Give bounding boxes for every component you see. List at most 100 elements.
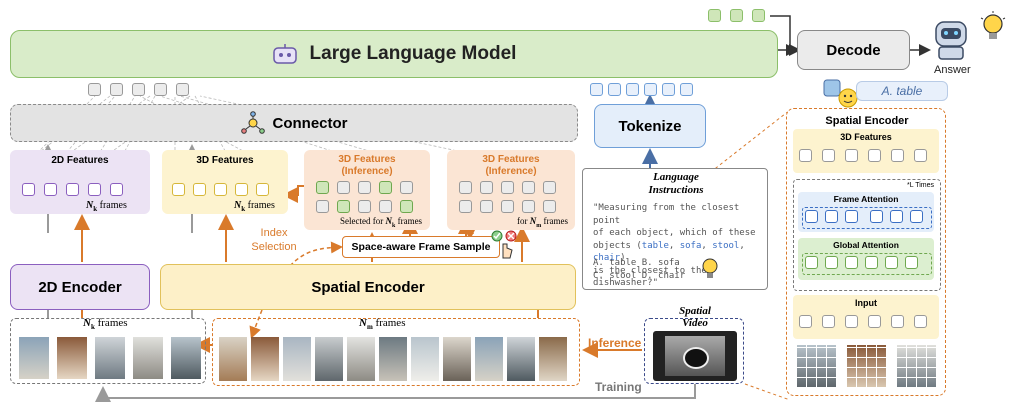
selected-token bbox=[400, 200, 413, 213]
idea-bulb-icon bbox=[699, 257, 721, 286]
answer-value: A. table bbox=[856, 81, 948, 101]
spatial-encoder-label: Spatial Encoder bbox=[311, 278, 425, 296]
feature-token bbox=[400, 181, 413, 194]
frame-attention-panel: Frame Attention bbox=[798, 192, 934, 232]
features-3d-title: 3D Features bbox=[196, 155, 254, 166]
feature-token bbox=[154, 83, 167, 96]
text-token bbox=[644, 83, 657, 96]
video-frame-image bbox=[219, 337, 247, 381]
feature-token bbox=[885, 256, 898, 269]
inference-m-title: 3D Features bbox=[482, 154, 540, 165]
video-frame-image bbox=[475, 337, 503, 381]
video-frame-image bbox=[539, 337, 567, 381]
detail-input-panel: Input bbox=[793, 295, 939, 339]
encoder-2d-block: 2D Encoder bbox=[10, 264, 150, 310]
video-frame-image bbox=[443, 337, 471, 381]
answer-robot-icon bbox=[928, 12, 980, 64]
video-frame-image bbox=[133, 337, 163, 379]
feature-token bbox=[110, 183, 123, 196]
question-text: "Measuring from the closest point of eac… bbox=[593, 203, 756, 288]
video-frame-image bbox=[19, 337, 49, 379]
features-2d-frames: Nk frames bbox=[86, 200, 127, 213]
video-frame-image bbox=[171, 337, 201, 379]
feature-token bbox=[88, 183, 101, 196]
video-frame-image bbox=[379, 337, 407, 381]
frame-attention-label: Frame Attention bbox=[833, 194, 899, 204]
feature-token bbox=[172, 183, 185, 196]
video-frame-image bbox=[347, 337, 375, 381]
features-3d-inference-k-panel: 3D Features (Inference) Selected for Nk … bbox=[304, 150, 430, 230]
thumbs-up-emoji-icon bbox=[822, 76, 862, 110]
feature-token bbox=[501, 181, 514, 194]
output-token bbox=[730, 9, 743, 22]
features-2d-title: 2D Features bbox=[51, 155, 109, 166]
feature-token bbox=[522, 200, 535, 213]
patch-image bbox=[797, 345, 837, 387]
video-frame-image bbox=[251, 337, 279, 381]
inference-k-caption: Selected for Nk frames bbox=[340, 216, 423, 229]
feature-token bbox=[868, 149, 881, 162]
feature-token bbox=[799, 315, 812, 328]
feature-token bbox=[132, 83, 145, 96]
feature-token bbox=[66, 183, 79, 196]
feature-token bbox=[845, 315, 858, 328]
selected-token bbox=[316, 181, 329, 194]
patch-image bbox=[897, 345, 937, 387]
video-frame-image bbox=[411, 337, 439, 381]
feature-token bbox=[914, 315, 927, 328]
feature-token bbox=[459, 200, 472, 213]
feature-token bbox=[910, 210, 923, 223]
feature-token bbox=[459, 181, 472, 194]
frame-sample-label: Space-aware Frame Sample bbox=[351, 241, 491, 253]
inference-k-subtitle: (Inference) bbox=[341, 166, 393, 177]
features-3d-frames: Nk frames bbox=[234, 200, 275, 213]
text-token bbox=[608, 83, 621, 96]
feature-token bbox=[176, 83, 189, 96]
feature-token bbox=[845, 149, 858, 162]
feature-token bbox=[865, 256, 878, 269]
video-frame-image bbox=[57, 337, 87, 379]
tokenize-block: Tokenize bbox=[594, 104, 706, 148]
feature-token bbox=[480, 200, 493, 213]
feature-token bbox=[868, 315, 881, 328]
feature-token bbox=[845, 210, 858, 223]
feature-token bbox=[337, 181, 350, 194]
output-token bbox=[708, 9, 721, 22]
global-attention-panel: Global Attention bbox=[798, 238, 934, 280]
inference-m-subtitle: (Inference) bbox=[485, 166, 537, 177]
feature-token bbox=[501, 200, 514, 213]
text-token bbox=[662, 83, 675, 96]
frames-m-label: Nm frames bbox=[359, 317, 406, 332]
feature-token bbox=[193, 183, 206, 196]
feature-token bbox=[522, 181, 535, 194]
video-frame-image bbox=[283, 337, 311, 381]
frame-sample-block: Space-aware Frame Sample bbox=[342, 236, 500, 258]
text-token bbox=[626, 83, 639, 96]
llm-block: Large Language Model bbox=[10, 30, 778, 78]
video-frame-image bbox=[95, 337, 125, 379]
text-token bbox=[680, 83, 693, 96]
feature-token bbox=[22, 183, 35, 196]
feature-token bbox=[379, 200, 392, 213]
feature-token bbox=[805, 256, 818, 269]
times-label: *L Times bbox=[907, 182, 934, 189]
inference-k-title: 3D Features bbox=[338, 154, 396, 165]
feature-token bbox=[543, 181, 556, 194]
feature-token bbox=[891, 315, 904, 328]
feature-token bbox=[825, 256, 838, 269]
feature-token bbox=[822, 315, 835, 328]
llm-title: Large Language Model bbox=[309, 43, 517, 64]
decode-label: Decode bbox=[826, 41, 881, 59]
selected-token bbox=[337, 200, 350, 213]
detail-input-label: Input bbox=[855, 298, 877, 308]
feature-token bbox=[44, 183, 57, 196]
encoder-2d-label: 2D Encoder bbox=[38, 278, 122, 296]
answer-label: Answer bbox=[934, 64, 971, 76]
feature-token bbox=[845, 256, 858, 269]
feature-token bbox=[316, 200, 329, 213]
feature-token bbox=[799, 149, 812, 162]
output-token bbox=[752, 9, 765, 22]
